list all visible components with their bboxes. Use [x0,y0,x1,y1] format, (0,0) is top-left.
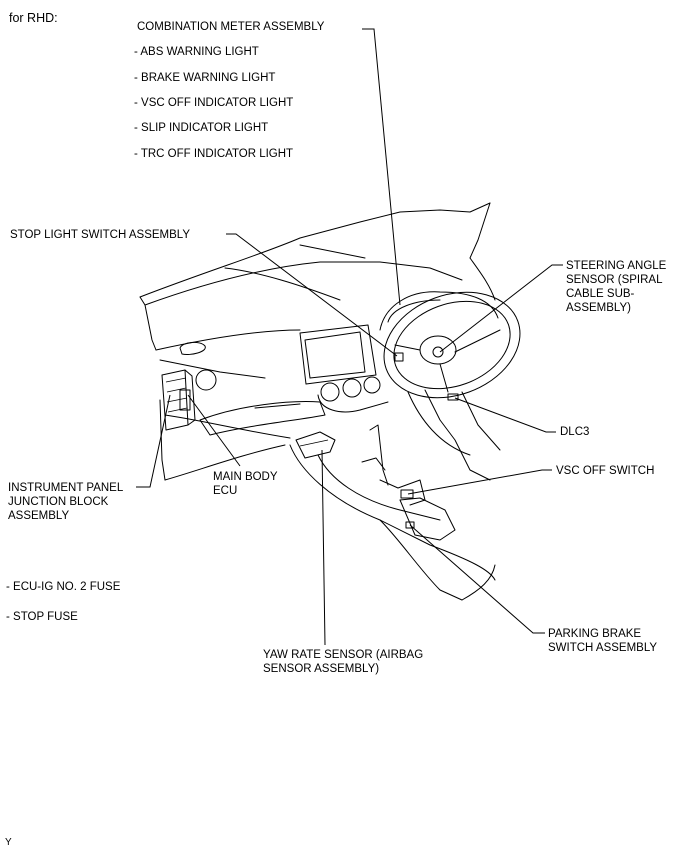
center-display [304,331,366,379]
parking-brake-lever [399,497,456,541]
dlc3-label: DLC3 [560,426,590,438]
yaw-rate-sensor [295,431,336,459]
dashboard-vent-left [179,341,206,355]
meter-hood [379,291,499,331]
glove-box [199,401,326,436]
climate-dial-right [363,376,381,394]
stop-light-switch [394,352,404,362]
leader-stop-light-switch [226,233,398,357]
steering-wheel-outer [383,291,521,399]
steering-wheel-inner [393,300,511,390]
center-console [289,444,496,581]
dashboard-round-vent [195,369,217,391]
fuse-stop-label: - STOP FUSE [6,611,78,623]
meter-item-brake: - BRAKE WARNING LIGHT [134,72,276,84]
parking-brake-switch [405,521,415,529]
steering-angle-sensor-label: STEERING ANGLE SENSOR (SPIRAL CABLE SUB-… [566,260,667,314]
meter-item-abs: - ABS WARNING LIGHT [134,46,259,58]
steering-column [424,389,491,481]
leader-vsc-off [407,469,552,495]
fuse-ecu-ig-label: - ECU-IG NO. 2 FUSE [6,581,121,593]
yaw-rate-sensor-label: YAW RATE SENSOR (AIRBAG SENSOR ASSEMBLY) [263,649,424,675]
leader-yaw-rate [321,449,326,646]
instrument-panel-junction-block [161,369,189,431]
shift-area [379,479,426,506]
dlc3-connector [447,393,459,401]
meter-item-vsc-off: - VSC OFF INDICATOR LIGHT [134,97,294,109]
leader-parking-brake [409,524,545,634]
footer-mark: Y [5,837,12,848]
leader-steering-angle [439,264,563,353]
leader-dlc3 [454,397,556,433]
vsc-off-switch-label: VSC OFF SWITCH [556,465,655,477]
steering-angle-sensor [432,346,444,358]
leader-combination-meter [362,28,401,306]
dashboard-top-surface [139,261,463,306]
instrument-panel-jb-label: INSTRUMENT PANEL JUNCTION BLOCK ASSEMBLY [8,482,124,522]
meter-item-slip: - SLIP INDICATOR LIGHT [134,122,269,134]
combination-meter-title: COMBINATION METER ASSEMBLY [137,21,325,33]
meter-item-trc-off: - TRC OFF INDICATOR LIGHT [134,148,294,160]
dashboard-top-outline [139,202,491,298]
climate-dial-center [342,378,362,398]
stop-light-switch-label: STOP LIGHT SWITCH ASSEMBLY [10,229,191,241]
climate-dial-left [320,382,340,402]
main-body-ecu-label: MAIN BODY ECU [213,471,278,497]
parking-brake-switch-label: PARKING BRAKE SWITCH ASSEMBLY [548,628,658,654]
leader-main-body-ecu [187,394,241,467]
steering-wheel-hub [419,335,457,365]
vsc-off-switch [400,489,414,499]
variant-label: for RHD: [9,11,58,25]
main-body-ecu [179,389,191,411]
leader-instrument-panel-jb [136,394,171,488]
